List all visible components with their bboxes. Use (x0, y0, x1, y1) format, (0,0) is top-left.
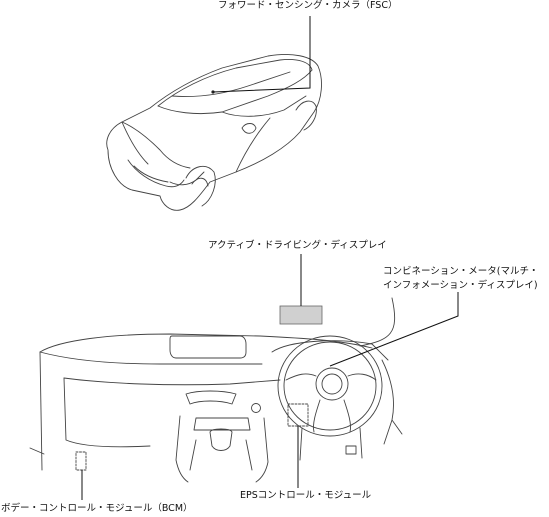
eps-label: EPSコントロール・モジュール (240, 490, 372, 501)
meter-label-line2: インフォメーション・ディスプレイ) (383, 280, 538, 291)
ads-label: アクティブ・ドライビング・ディスプレイ (208, 240, 387, 251)
car-illustration (106, 54, 322, 211)
fsc-label: フォワード・センシング・カメラ（FSC） (218, 0, 398, 11)
fsc-leader-line (212, 16, 311, 93)
bcm-label: ボデー・コントロール・モジュール（BCM） (1, 503, 193, 514)
dashboard-illustration (29, 297, 403, 483)
meter-label-line1: コンビネーション・メータ(マルチ・ (383, 266, 539, 277)
meter-leader-line (329, 292, 459, 367)
active-driving-display-box (279, 305, 323, 325)
